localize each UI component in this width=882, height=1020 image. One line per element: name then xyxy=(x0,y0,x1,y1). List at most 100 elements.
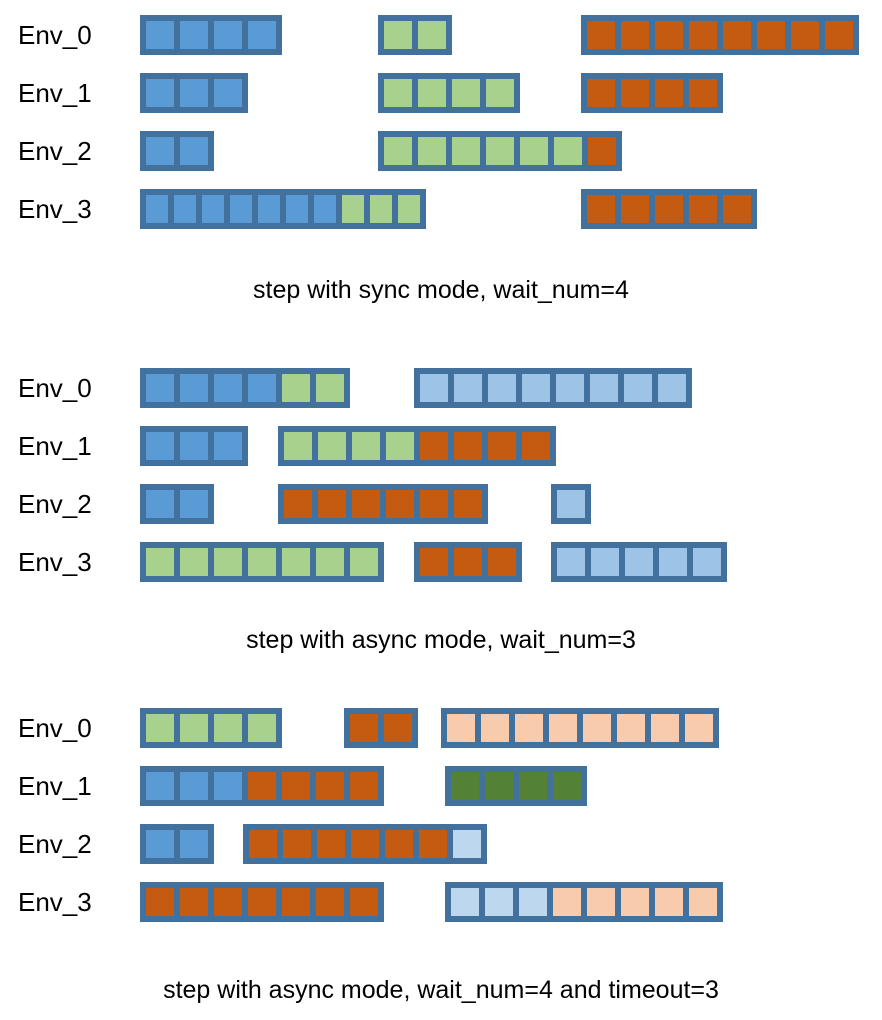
step-cell-orange xyxy=(587,21,615,49)
step-cell-lightblue xyxy=(693,548,721,576)
step-cell-green xyxy=(554,137,582,165)
step-cell-blue xyxy=(286,195,308,223)
step-cell-green xyxy=(350,548,378,576)
step-bar xyxy=(441,708,719,748)
step-cell-blue xyxy=(214,374,242,402)
step-cell-orange xyxy=(621,195,649,223)
step-cell-peach xyxy=(481,714,509,742)
step-cell-orange xyxy=(146,888,174,916)
step-bar xyxy=(140,189,426,229)
step-cell-orange xyxy=(351,830,379,858)
step-cell-green xyxy=(284,432,312,460)
step-cell-green xyxy=(214,714,242,742)
step-cell-green xyxy=(386,432,414,460)
step-cell-blue xyxy=(180,490,208,518)
step-cell-blue xyxy=(248,374,276,402)
env-label-env_2: Env_2 xyxy=(18,829,92,859)
step-cell-paleblue xyxy=(453,830,481,858)
step-cell-peach xyxy=(549,714,577,742)
step-cell-darkgreen xyxy=(451,772,479,800)
step-cell-green xyxy=(452,137,480,165)
env-label-env_2: Env_2 xyxy=(18,489,92,519)
env-label-env_2: Env_2 xyxy=(18,136,92,166)
step-cell-orange xyxy=(350,772,378,800)
step-cell-blue xyxy=(174,195,196,223)
step-bar xyxy=(581,15,859,55)
step-cell-lightblue xyxy=(625,548,653,576)
step-cell-orange xyxy=(588,137,616,165)
step-cell-paleblue xyxy=(451,888,479,916)
step-cell-green xyxy=(370,195,392,223)
step-cell-lightblue xyxy=(522,374,550,402)
step-cell-blue xyxy=(202,195,224,223)
step-cell-orange xyxy=(248,888,276,916)
step-cell-blue xyxy=(146,772,174,800)
step-bar xyxy=(378,131,622,171)
step-bar xyxy=(581,73,723,113)
step-cell-green xyxy=(398,195,420,223)
step-cell-green xyxy=(418,21,446,49)
step-cell-green xyxy=(418,79,446,107)
step-bar xyxy=(140,708,282,748)
step-cell-darkgreen xyxy=(553,772,581,800)
step-bar xyxy=(140,73,248,113)
step-cell-green xyxy=(248,714,276,742)
step-bar xyxy=(140,484,214,524)
env-label-env_0: Env_0 xyxy=(18,373,92,403)
env-label-env_1: Env_1 xyxy=(18,431,92,461)
env-label-env_0: Env_0 xyxy=(18,713,92,743)
step-cell-green xyxy=(486,137,514,165)
step-cell-orange xyxy=(282,888,310,916)
env-label-env_3: Env_3 xyxy=(18,887,92,917)
step-cell-blue xyxy=(314,195,336,223)
step-bar xyxy=(581,189,757,229)
step-cell-lightblue xyxy=(454,374,482,402)
step-cell-orange xyxy=(689,21,717,49)
step-cell-orange xyxy=(352,490,380,518)
step-cell-green xyxy=(180,714,208,742)
step-cell-peach xyxy=(621,888,649,916)
step-cell-lightblue xyxy=(488,374,516,402)
step-cell-blue xyxy=(214,772,242,800)
step-cell-orange xyxy=(350,888,378,916)
step-cell-orange xyxy=(283,830,311,858)
step-cell-orange xyxy=(522,432,550,460)
step-cell-lightblue xyxy=(624,374,652,402)
env-label-env_3: Env_3 xyxy=(18,194,92,224)
step-cell-blue xyxy=(214,432,242,460)
caption-sync-wait4: step with sync mode, wait_num=4 xyxy=(253,276,629,304)
step-cell-orange xyxy=(621,79,649,107)
step-cell-blue xyxy=(146,432,174,460)
env-label-env_3: Env_3 xyxy=(18,547,92,577)
step-cell-orange xyxy=(757,21,785,49)
step-cell-orange xyxy=(454,432,482,460)
step-cell-green xyxy=(146,548,174,576)
step-cell-blue xyxy=(146,79,174,107)
step-bar xyxy=(551,542,727,582)
step-cell-blue xyxy=(180,830,208,858)
step-cell-green xyxy=(452,79,480,107)
step-bar xyxy=(140,426,248,466)
step-cell-green xyxy=(282,374,310,402)
step-cell-peach xyxy=(447,714,475,742)
step-cell-paleblue xyxy=(485,888,513,916)
step-cell-orange xyxy=(689,195,717,223)
step-bar xyxy=(414,368,692,408)
step-cell-blue xyxy=(146,490,174,518)
step-bar xyxy=(140,766,384,806)
step-cell-green xyxy=(384,79,412,107)
step-cell-orange xyxy=(318,490,346,518)
step-cell-blue xyxy=(146,374,174,402)
step-cell-orange xyxy=(420,432,448,460)
caption-async-wait3: step with async mode, wait_num=3 xyxy=(246,626,636,654)
step-cell-blue xyxy=(146,21,174,49)
step-cell-orange xyxy=(317,830,345,858)
step-bar xyxy=(414,542,522,582)
step-cell-orange xyxy=(825,21,853,49)
step-cell-orange xyxy=(419,830,447,858)
step-cell-orange xyxy=(316,888,344,916)
env-label-env_1: Env_1 xyxy=(18,771,92,801)
step-bar xyxy=(344,708,418,748)
step-cell-green xyxy=(342,195,364,223)
step-cell-peach xyxy=(651,714,679,742)
